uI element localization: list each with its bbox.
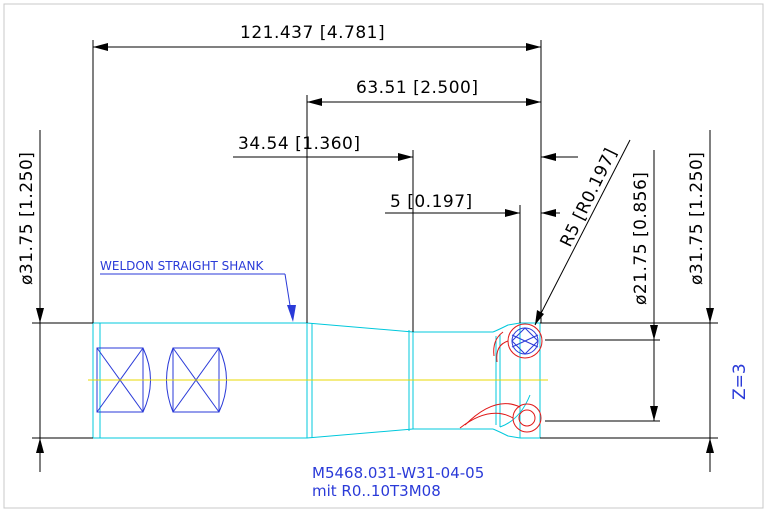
dim-shank-diameter-right: ø31.75 [1.250] (540, 130, 718, 472)
insert-label: mit R0..10T3M08 (312, 482, 441, 500)
insert-lower (459, 403, 542, 433)
shank-diameter-left-label: ø31.75 [1.250] (17, 152, 37, 285)
shank-to-tip-label: 63.51 [2.500] (356, 78, 479, 98)
overall-length-label: 121.437 [4.781] (240, 23, 385, 43)
corner-radius-label: R5 [R0.197] (557, 145, 622, 250)
shank-diameter-right-label: ø31.75 [1.250] (687, 152, 707, 285)
shank-type-label: WELDON STRAIGHT SHANK (100, 259, 264, 273)
dim-corner-radius: R5 [R0.197] (534, 139, 631, 326)
dim-shank-to-tip: 63.51 [2.500] (306, 78, 541, 323)
dim-tip-offset: 5 [0.197] (385, 192, 560, 323)
shank-type-callout: WELDON STRAIGHT SHANK (100, 259, 296, 322)
drawing-frame (3, 3, 764, 509)
part-number-label: M5468.031-W31-04-05 (312, 464, 484, 482)
dim-neck-length: 34.54 [1.360] (233, 134, 578, 332)
dim-overall-length: 121.437 [4.781] (92, 23, 542, 323)
teeth-count-label: Z=3 (730, 363, 750, 400)
neck-diameter-label: ø21.75 [0.856] (631, 172, 651, 305)
neck-length-label: 34.54 [1.360] (238, 134, 361, 154)
dim-shank-diameter-left: ø31.75 [1.250] (17, 130, 93, 472)
dim-neck-diameter: ø21.75 [0.856] (545, 150, 660, 422)
tip-offset-label: 5 [0.197] (390, 192, 473, 212)
tool-body (88, 322, 548, 439)
insert-upper (493, 323, 543, 363)
